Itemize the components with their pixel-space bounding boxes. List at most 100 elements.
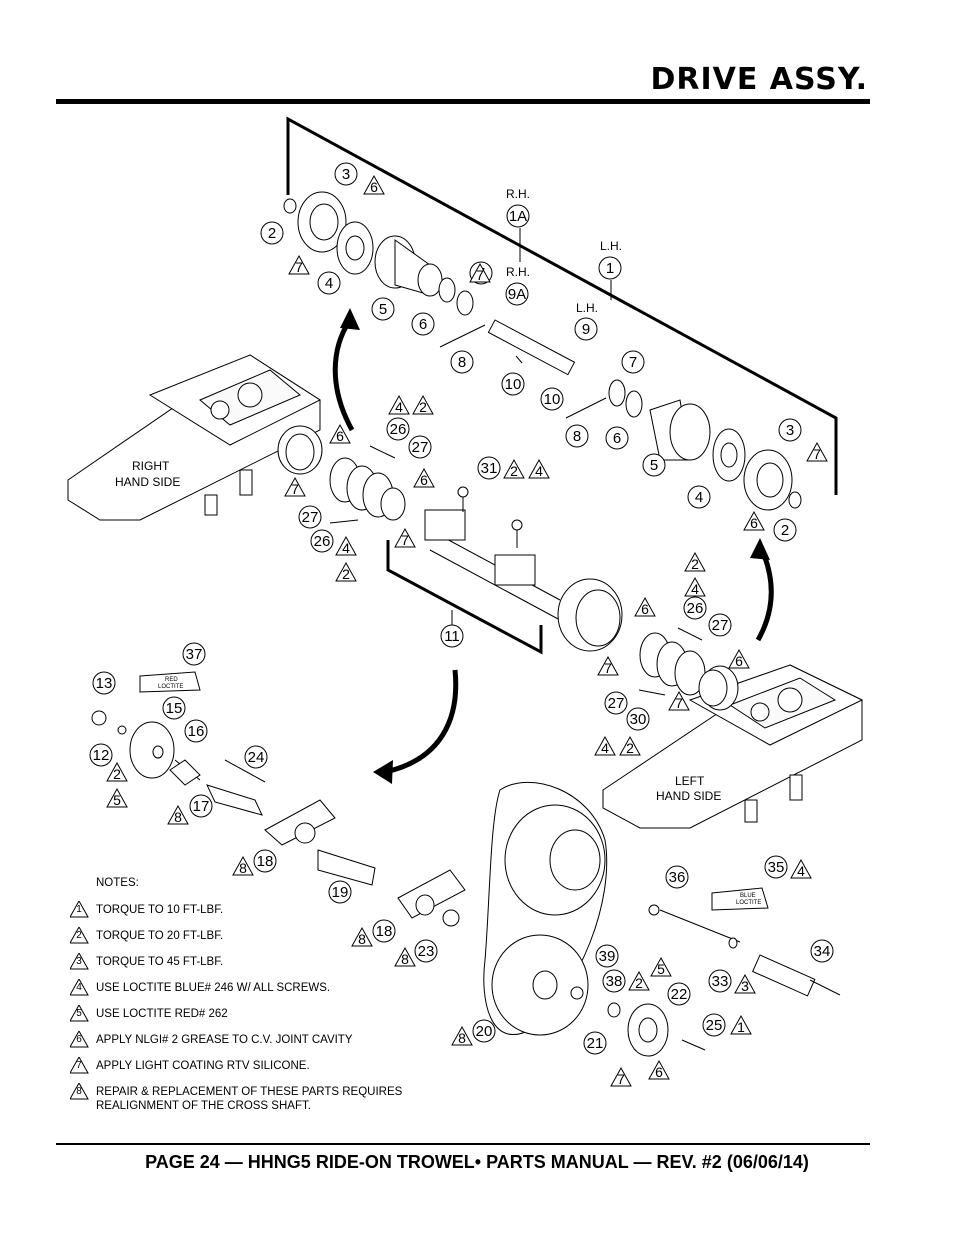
right-gearbox [67, 354, 323, 521]
svg-text:6: 6 [735, 653, 743, 669]
svg-text:39: 39 [599, 948, 616, 965]
svg-text:L.H.: L.H. [576, 301, 598, 315]
svg-text:18: 18 [376, 923, 393, 940]
header-rule [56, 99, 870, 104]
svg-text:LOCTITE: LOCTITE [736, 900, 761, 906]
svg-text:RED: RED [165, 677, 178, 683]
note-item: 7 APPLY LIGHT COATING RTV SILICONE. [70, 1057, 430, 1083]
svg-text:8: 8 [239, 860, 247, 876]
note-item: 4 USE LOCTITE BLUE# 246 W/ ALL SCREWS. [70, 979, 430, 1005]
svg-text:2: 2 [342, 566, 350, 582]
svg-text:16: 16 [188, 723, 205, 740]
svg-text:2: 2 [635, 975, 643, 991]
svg-text:9A: 9A [508, 286, 526, 303]
svg-text:9: 9 [582, 321, 590, 338]
svg-text:4: 4 [691, 581, 699, 597]
svg-text:2: 2 [510, 463, 518, 479]
svg-text:1: 1 [606, 260, 614, 277]
svg-text:4: 4 [601, 740, 609, 756]
note-item: 2 TORQUE TO 20 FT-LBF. [70, 927, 430, 953]
svg-text:3: 3 [786, 422, 794, 439]
blue-loctite-tube [711, 887, 769, 911]
svg-text:L.H.: L.H. [600, 239, 622, 253]
svg-text:LOCTITE: LOCTITE [158, 684, 183, 690]
svg-text:10: 10 [505, 376, 522, 393]
svg-text:37: 37 [186, 646, 203, 663]
svg-text:1: 1 [737, 1019, 745, 1035]
svg-text:7: 7 [295, 259, 303, 275]
svg-text:2: 2 [691, 556, 699, 572]
svg-text:8: 8 [458, 1030, 466, 1046]
svg-text:2: 2 [113, 766, 121, 782]
belt-pulley [483, 781, 841, 1057]
svg-text:3: 3 [741, 978, 749, 994]
svg-text:4: 4 [535, 463, 543, 479]
svg-text:5: 5 [379, 301, 387, 318]
svg-text:8: 8 [358, 931, 366, 947]
svg-text:6: 6 [750, 515, 758, 531]
svg-text:25: 25 [706, 1017, 723, 1034]
note-item: 3 TORQUE TO 45 FT-LBF. [70, 953, 430, 979]
svg-text:10: 10 [544, 391, 561, 408]
red-loctite-tube [139, 671, 201, 693]
page-title: DRIVE ASSY. [650, 62, 868, 97]
svg-text:4: 4 [797, 863, 805, 879]
svg-text:27: 27 [412, 439, 429, 456]
svg-text:2: 2 [781, 522, 789, 539]
note-triangle-icon: 3 [70, 953, 90, 970]
svg-text:26: 26 [687, 600, 704, 617]
note-triangle-icon: 7 [70, 1057, 90, 1074]
svg-text:7: 7 [813, 446, 821, 462]
svg-text:8: 8 [573, 428, 581, 445]
note-triangle-icon: 4 [70, 979, 90, 996]
svg-text:4: 4 [325, 275, 333, 292]
svg-text:6: 6 [370, 179, 378, 195]
svg-text:R.H.: R.H. [506, 265, 530, 279]
svg-text:26: 26 [314, 533, 331, 550]
svg-text:17: 17 [193, 798, 210, 815]
svg-text:6: 6 [655, 1064, 663, 1080]
svg-text:7: 7 [675, 695, 683, 711]
svg-text:11: 11 [444, 628, 460, 645]
svg-text:7: 7 [401, 532, 409, 548]
svg-text:38: 38 [606, 973, 623, 990]
note-triangle-icon: 5 [70, 1005, 90, 1022]
svg-text:13: 13 [96, 675, 113, 692]
svg-text:3: 3 [342, 166, 350, 183]
svg-text:18: 18 [257, 853, 274, 870]
notes-title: NOTES: [96, 877, 139, 889]
svg-text:23: 23 [418, 943, 435, 960]
note-item: 1 TORQUE TO 10 FT-LBF. [70, 901, 430, 927]
svg-text:8: 8 [458, 354, 466, 371]
svg-text:5: 5 [113, 792, 121, 808]
svg-text:36: 36 [669, 869, 686, 886]
svg-text:R.H.: R.H. [506, 187, 530, 201]
svg-text:7: 7 [291, 481, 299, 497]
svg-text:21: 21 [587, 1035, 604, 1052]
svg-text:HAND SIDE: HAND SIDE [656, 789, 721, 803]
svg-text:34: 34 [814, 943, 831, 960]
svg-text:4: 4 [395, 399, 403, 415]
svg-text:7: 7 [476, 267, 484, 283]
svg-text:27: 27 [712, 617, 729, 634]
footer-rule [56, 1143, 870, 1145]
svg-text:6: 6 [613, 430, 621, 447]
svg-text:20: 20 [476, 1023, 493, 1040]
svg-text:4: 4 [342, 540, 350, 556]
note-triangle-icon: 1 [70, 901, 90, 918]
svg-text:33: 33 [712, 973, 729, 990]
note-triangle-icon: 8 [70, 1083, 90, 1100]
svg-text:1A: 1A [509, 208, 527, 225]
svg-text:22: 22 [671, 986, 688, 1003]
callout-circles [89, 162, 834, 1055]
note-item: 5 USE LOCTITE RED# 262 [70, 1005, 430, 1031]
svg-text:7: 7 [617, 1071, 625, 1087]
svg-text:6: 6 [419, 316, 427, 333]
note-item: 8 REPAIR & REPLACEMENT OF THESE PARTS RE… [70, 1083, 430, 1117]
svg-text:19: 19 [332, 884, 349, 901]
svg-text:27: 27 [302, 509, 319, 526]
cv-joint-assembly-lh [565, 379, 802, 511]
note-triangle-icon: 2 [70, 927, 90, 944]
